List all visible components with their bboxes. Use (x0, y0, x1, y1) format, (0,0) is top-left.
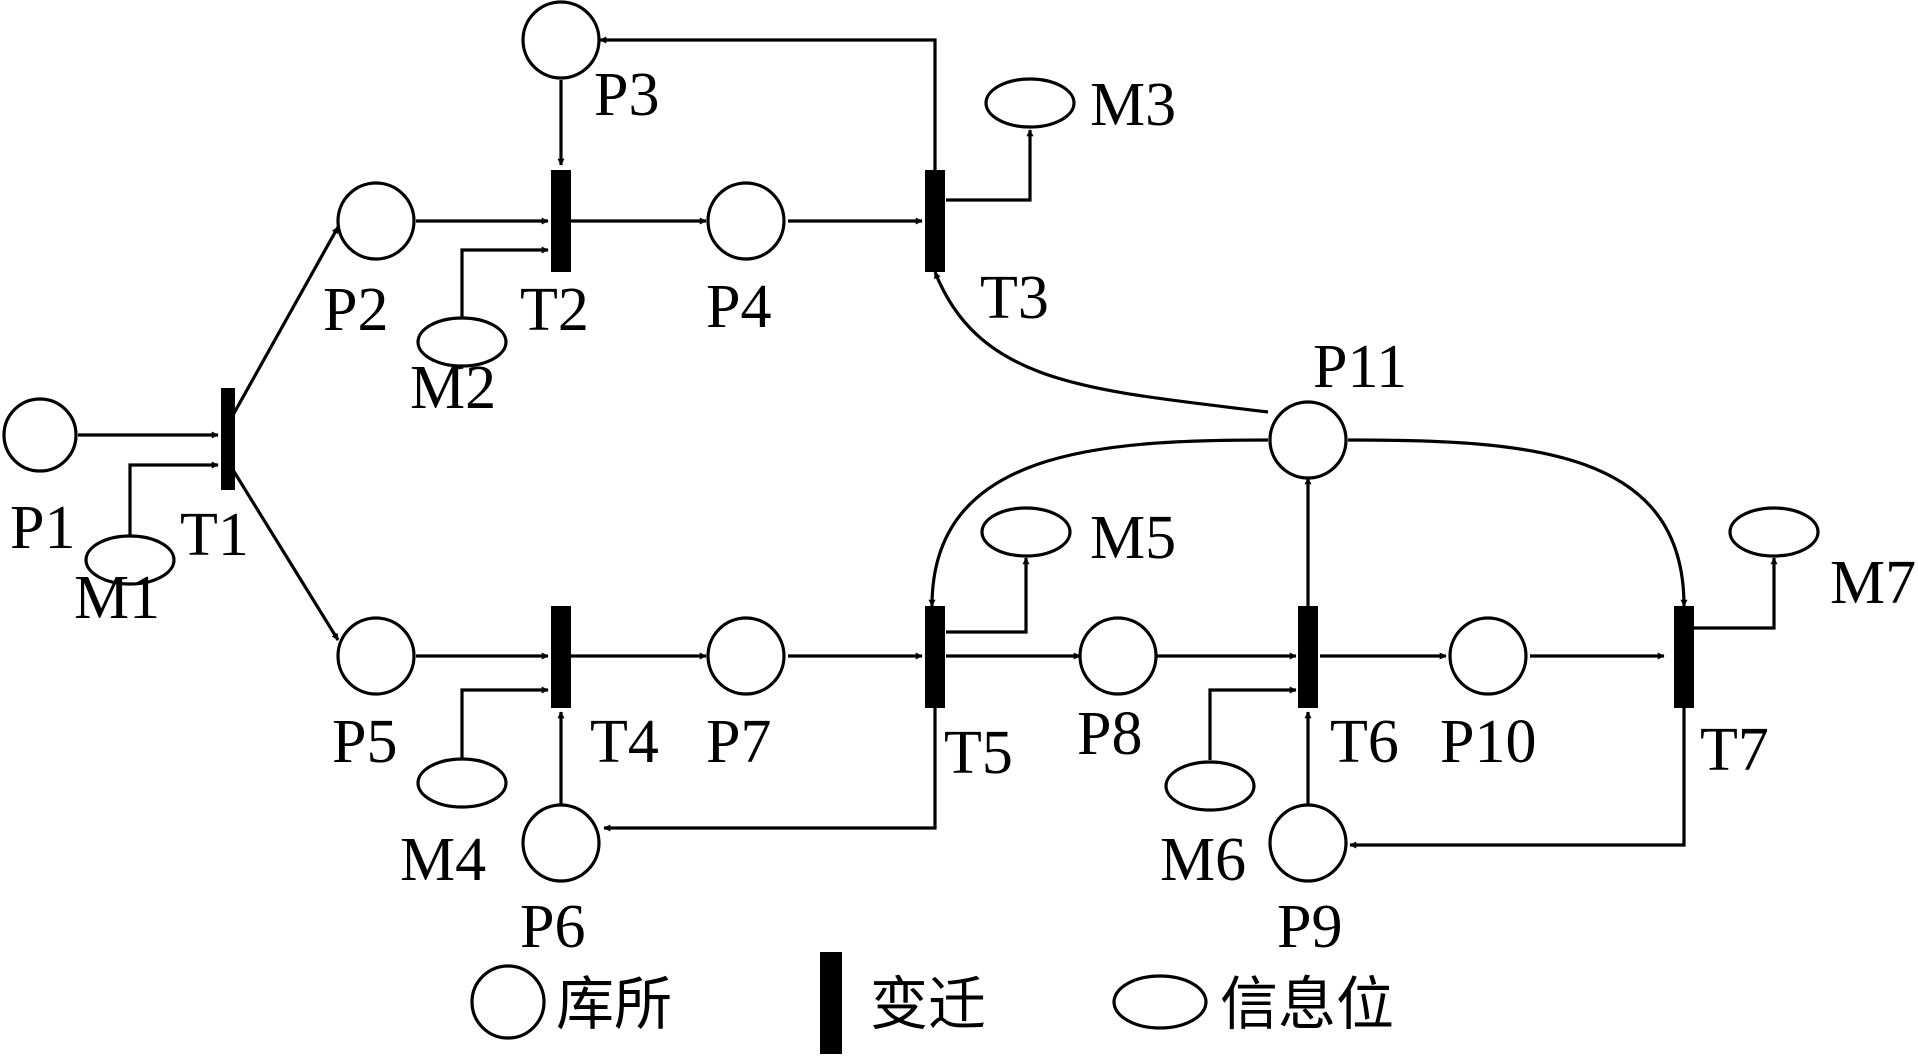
labels: P1 P2 P3 P4 P5 P6 P7 P8 P9 P10 P11 T1 T2… (10, 61, 1916, 961)
label-m4: M4 (400, 826, 486, 894)
label-p11: P11 (1313, 333, 1407, 401)
arc-p11-t5 (928, 438, 1269, 607)
transition-t7 (1674, 606, 1694, 708)
transition-t4 (551, 606, 571, 708)
info-bits (84, 77, 1820, 812)
label-p8: P8 (1077, 700, 1142, 768)
legend-place-label: 库所 (556, 970, 672, 1038)
arcs (78, 36, 1778, 849)
label-t1: T1 (180, 501, 249, 569)
legend-info-label: 信息位 (1220, 970, 1394, 1038)
label-m6: M6 (1160, 826, 1246, 894)
place-p4 (706, 181, 786, 261)
place-p3 (521, 0, 601, 80)
place-p2 (336, 181, 416, 261)
info-m6 (1164, 760, 1256, 812)
label-p9: P9 (1277, 893, 1342, 961)
arc-t3-m3 (946, 129, 1034, 202)
label-m5: M5 (1090, 504, 1176, 572)
legend-info-icon (1112, 974, 1208, 1030)
transition-t2 (551, 170, 571, 272)
place-p11 (1268, 400, 1348, 480)
label-m3: M3 (1090, 71, 1176, 139)
label-p10: P10 (1440, 708, 1536, 776)
arc-p11-t3 (933, 271, 1269, 414)
place-p6 (521, 803, 601, 883)
place-p8 (1078, 616, 1158, 696)
info-m3 (984, 77, 1076, 129)
label-p5: P5 (332, 708, 397, 776)
arc-m4-t4 (460, 686, 549, 760)
place-p9 (1268, 803, 1348, 883)
label-p2: P2 (323, 276, 388, 344)
arc-m1-t1 (128, 461, 219, 535)
legend-transition-label: 变迁 (870, 970, 986, 1038)
transition-t5 (925, 606, 945, 708)
legend-transition-icon (820, 952, 842, 1054)
places (2, 0, 1528, 883)
arc-t1-p2 (231, 226, 340, 416)
arc-t5-m5 (946, 557, 1030, 634)
transition-t1 (221, 388, 235, 490)
place-p10 (1448, 616, 1528, 696)
legend: 库所 变迁 信息位 (470, 952, 1394, 1054)
info-m7 (1728, 506, 1820, 558)
arc-t3-p3 (599, 36, 937, 173)
label-p1: P1 (10, 494, 75, 562)
arc-t1-p5 (231, 469, 340, 641)
label-t7: T7 (1700, 716, 1769, 784)
place-p5 (336, 616, 416, 696)
transitions (221, 170, 1694, 708)
place-p1 (2, 397, 78, 473)
legend-place-icon (470, 964, 546, 1040)
label-t2: T2 (520, 276, 589, 344)
label-p6: P6 (520, 893, 585, 961)
arc-p11-t7 (1347, 438, 1688, 607)
label-t5: T5 (944, 719, 1013, 787)
arc-t5-p6 (603, 708, 937, 832)
arc-t7-m7 (1694, 557, 1778, 630)
info-m5 (980, 506, 1072, 558)
info-m1 (84, 534, 176, 586)
label-t6: T6 (1330, 708, 1399, 776)
info-m2 (416, 316, 508, 368)
arc-t7-p9 (1349, 708, 1686, 849)
arc-m6-t6 (1208, 686, 1297, 760)
label-p7: P7 (706, 708, 771, 776)
label-m1: M1 (74, 564, 160, 632)
transition-t6 (1298, 606, 1318, 708)
transition-t3 (925, 170, 945, 272)
info-m4 (416, 757, 508, 809)
place-p7 (706, 616, 786, 696)
label-m7: M7 (1830, 549, 1916, 617)
label-m2: M2 (410, 354, 496, 422)
label-p4: P4 (706, 273, 771, 341)
label-p3: P3 (594, 61, 659, 129)
label-t3: T3 (980, 264, 1049, 332)
arc-m2-t2 (460, 246, 549, 320)
label-t4: T4 (590, 708, 659, 776)
